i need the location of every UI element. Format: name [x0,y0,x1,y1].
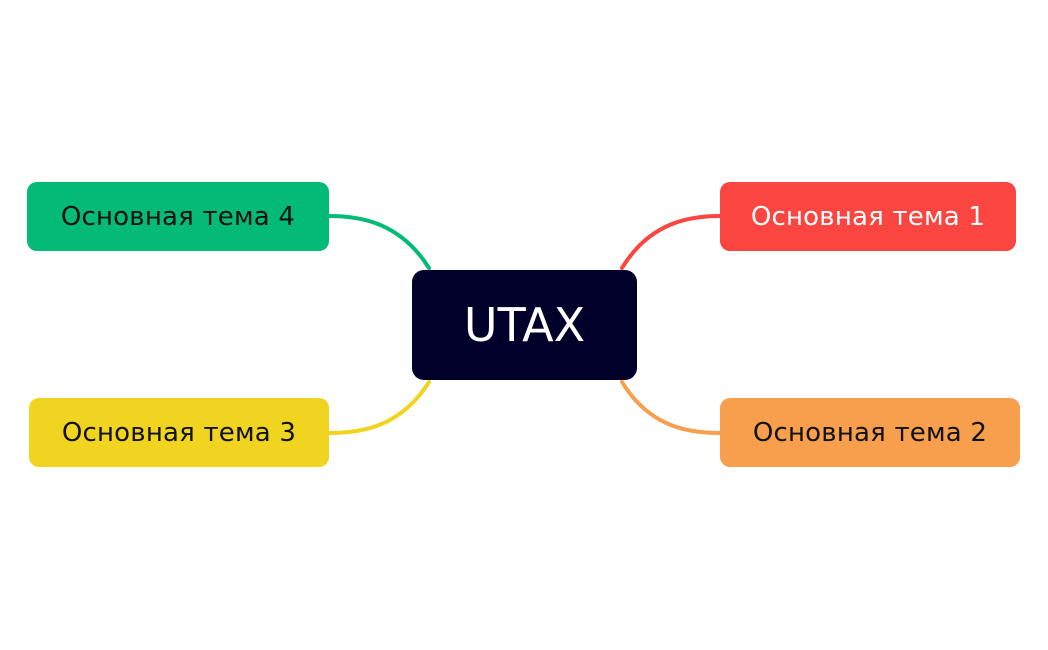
connector-topic-3 [327,380,431,435]
connector-topic-4 [327,214,431,270]
main-topic-1-label: Основная тема 1 [750,201,986,232]
main-topic-4-label: Основная тема 4 [60,201,296,232]
main-topic-2-label: Основная тема 2 [752,417,988,448]
connector-topic-1 [620,214,722,270]
main-topic-3-node[interactable]: Основная тема 3 [29,398,329,467]
main-topic-4-node[interactable]: Основная тема 4 [27,182,329,251]
main-topic-2-node[interactable]: Основная тема 2 [720,398,1020,467]
main-topic-3-label: Основная тема 3 [61,417,297,448]
central-topic-label: UTAX [463,298,586,352]
central-topic-node[interactable]: UTAX [412,270,637,380]
connector-topic-2 [620,380,722,435]
main-topic-1-node[interactable]: Основная тема 1 [720,182,1016,251]
